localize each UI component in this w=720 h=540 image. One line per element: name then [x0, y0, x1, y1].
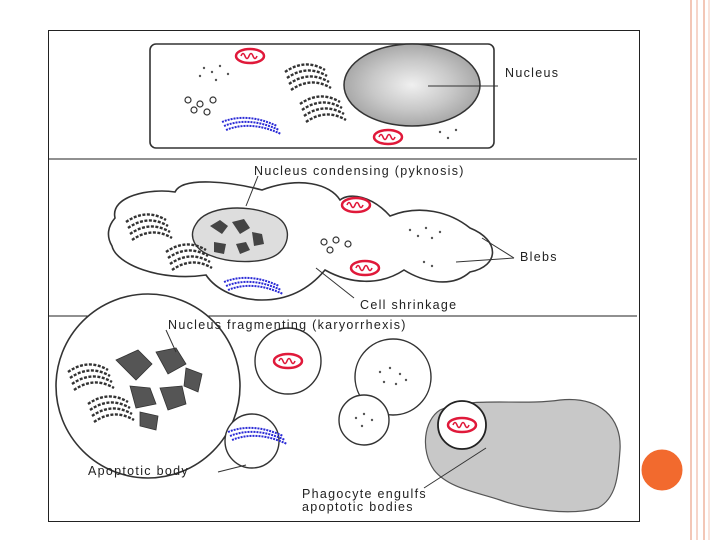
label-nucleus-condensing: Nucleus condensing (pyknosis) — [254, 164, 465, 178]
label-blebs: Blebs — [520, 250, 558, 264]
label-apoptotic-body: Apoptotic body — [88, 464, 189, 478]
apoptotic-body-small — [339, 395, 389, 445]
normal-cell — [150, 44, 498, 148]
phagocyte — [425, 400, 620, 512]
shrinking-cell — [108, 176, 514, 300]
apoptotic-body-mito — [255, 328, 321, 394]
label-cell-shrinkage: Cell shrinkage — [360, 298, 457, 312]
apoptotic-body-er — [225, 414, 287, 468]
label-nucleus-fragmenting: Nucleus fragmenting (karyorrhexis) — [168, 318, 407, 332]
label-phagocyte-line1: Phagocyte engulfs — [302, 487, 427, 501]
label-phagocyte-line2: apoptotic bodies — [302, 500, 414, 514]
nucleus-shape — [344, 44, 480, 126]
label-nucleus: Nucleus — [505, 66, 559, 80]
